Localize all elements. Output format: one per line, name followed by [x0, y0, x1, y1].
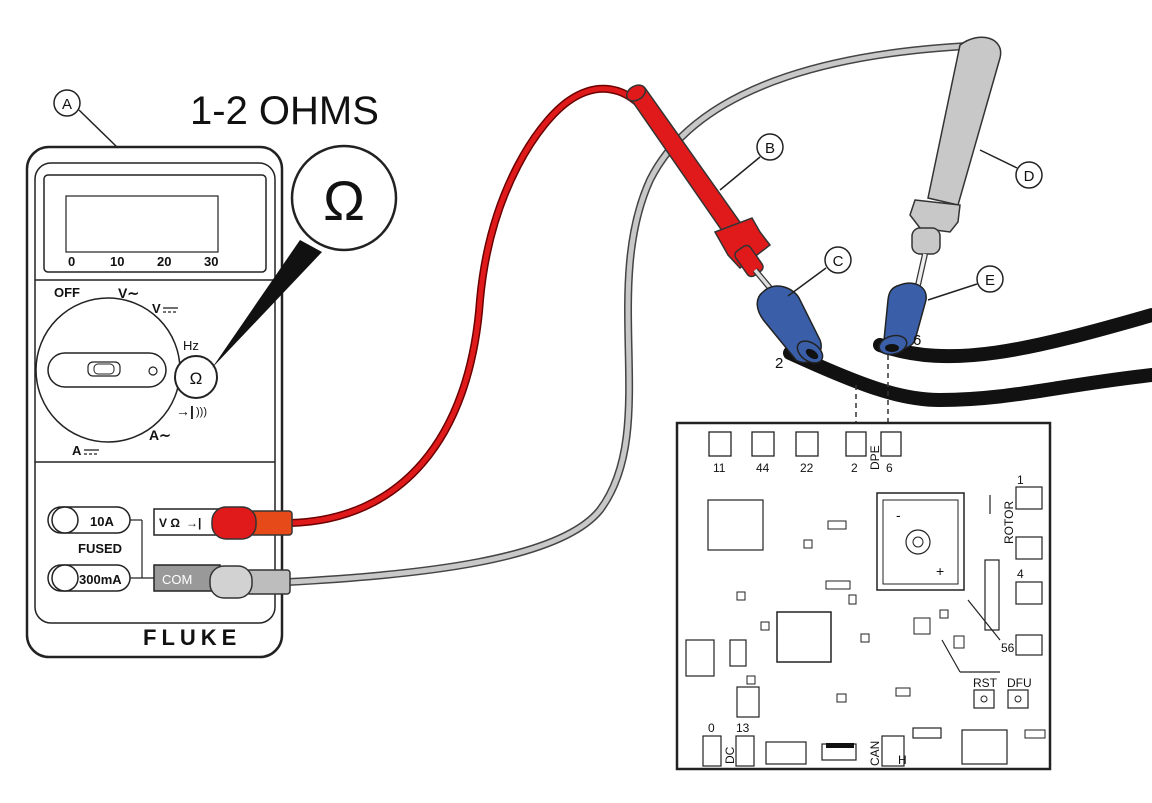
callout-b: [756, 133, 784, 161]
dial-a-dc-label: A: [72, 443, 82, 458]
dial-off-label: OFF: [54, 285, 80, 300]
rst-button[interactable]: [973, 689, 995, 709]
connector-11-label: 11: [713, 461, 726, 475]
brand-logo: FLUKE: [143, 625, 241, 650]
callout-d-label: D: [1024, 168, 1035, 185]
pin-56: 56: [1001, 641, 1015, 655]
rotor-pin-4: 4: [1017, 567, 1024, 581]
wire-number-6: 6: [913, 332, 921, 349]
rotor-pin-1: 1: [1017, 473, 1024, 487]
scale-0: 0: [68, 254, 75, 269]
connector-44[interactable]: [751, 431, 775, 457]
rst-label: RST: [973, 676, 998, 690]
circuit-board: 11 44 22 2 6 DPE - + 1 4 56 ROTOR: [675, 421, 1052, 771]
connector-0: [702, 735, 722, 767]
dpe-label: DPE: [868, 445, 882, 470]
callout-e: [976, 265, 1004, 293]
red-test-lead: [287, 86, 643, 526]
grey-probe: [909, 36, 1002, 286]
connector-2-label: 2: [851, 461, 858, 475]
connector-2[interactable]: [845, 431, 867, 457]
diode-symbol-icon: →|: [176, 403, 194, 419]
bottom-label-13: 13: [736, 721, 750, 735]
connector-6-label: 6: [886, 461, 893, 475]
connector-11[interactable]: [708, 431, 732, 457]
pad-j8: [1015, 634, 1043, 656]
jack-10a-label: 10A: [90, 514, 114, 529]
black-test-lead: [285, 42, 993, 585]
wire-number-2: 2: [775, 355, 783, 372]
callout-a: [53, 89, 81, 117]
connector-wire-6: [878, 282, 927, 356]
scale-30: 30: [204, 254, 218, 269]
multimeter: 0 10 20 30 OFF V∼ V Hz Ω →| ))) A∼ A Ω: [25, 144, 398, 659]
harness-wire-2: [783, 346, 1152, 408]
display-window: [65, 195, 219, 253]
dfu-label: DFU: [1007, 676, 1032, 690]
callout-e-label: E: [985, 272, 995, 289]
jack-diode-icon: →|: [186, 516, 201, 530]
ohm-callout-symbol: Ω: [323, 169, 365, 232]
dial-a-ac-label: A∼: [149, 427, 171, 443]
bottom-label-0: 0: [708, 721, 715, 735]
callout-pointer: [212, 240, 322, 368]
callout-c-label: C: [833, 253, 844, 270]
dial-v-ac-label: V∼: [118, 285, 139, 301]
ohm-callout-circle: [290, 144, 398, 252]
can-label: CAN: [868, 741, 882, 766]
connector-22-label: 22: [800, 461, 814, 475]
connector-44-label: 44: [756, 461, 770, 475]
callout-d: [1015, 161, 1043, 189]
h-label: H: [898, 753, 907, 767]
connector-13: [735, 735, 755, 767]
connector-can: [881, 735, 905, 767]
fused-label: FUSED: [78, 541, 122, 556]
rotor-label: ROTOR: [1002, 501, 1016, 544]
jack-300ma-label: 300mA: [79, 572, 122, 587]
harness-wire-6: [873, 308, 1152, 364]
continuity-icon: ))): [196, 406, 207, 418]
pad-p3a: [1015, 536, 1043, 560]
dial-ohm-position: [174, 355, 218, 399]
connector-6[interactable]: [880, 431, 902, 457]
dial-hz-label: Hz: [183, 338, 199, 353]
callout-c: [824, 246, 852, 274]
dc-label: DC: [723, 746, 737, 764]
callout-b-label: B: [765, 140, 775, 157]
jack-v-ohm-label: V Ω: [159, 516, 180, 530]
dfu-button[interactable]: [1007, 689, 1029, 709]
pad-p3b: [1015, 581, 1043, 605]
pad-p4: [1015, 486, 1043, 510]
scale-10: 10: [110, 254, 124, 269]
connector-wire-2: [756, 285, 824, 364]
jack-com-label: COM: [162, 572, 192, 587]
processor-chip: [776, 611, 832, 663]
dial-ohm-symbol: Ω: [190, 369, 203, 388]
red-probe: [625, 84, 783, 302]
dial-v-dc-label: V: [152, 301, 161, 316]
callout-a-label: A: [62, 96, 72, 113]
title: 1-2 OHMS: [190, 89, 379, 133]
bridge-plus: +: [936, 563, 944, 579]
scale-20: 20: [157, 254, 171, 269]
bridge-minus: -: [896, 507, 901, 523]
connector-22[interactable]: [795, 431, 819, 457]
